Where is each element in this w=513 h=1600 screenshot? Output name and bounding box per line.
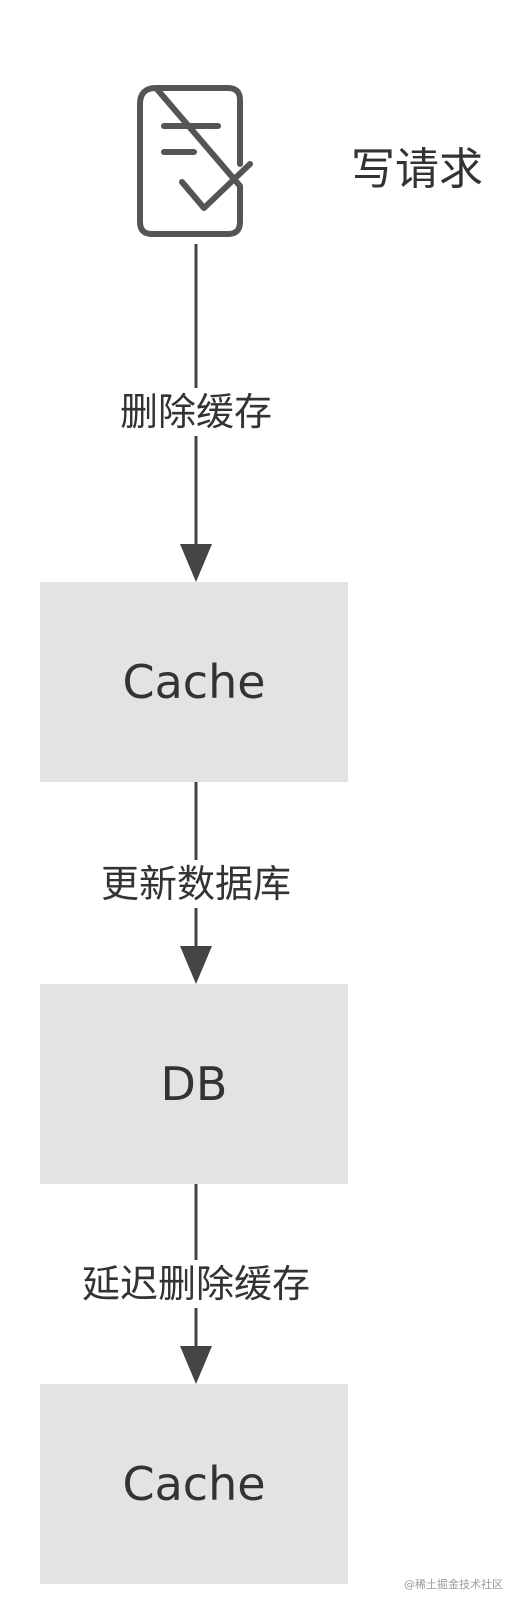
- write-request-label: 写请求: [351, 144, 483, 195]
- cache-node: Cache: [40, 582, 348, 782]
- cache-node-final: Cache: [40, 1384, 348, 1584]
- cache-node-label: Cache: [122, 655, 266, 709]
- edge-label-update-db: 更新数据库: [0, 860, 392, 908]
- db-node: DB: [40, 984, 348, 1184]
- db-node-label: DB: [160, 1057, 228, 1111]
- edge-label-delete-cache: 删除缓存: [0, 388, 392, 436]
- edge-label-delayed-delete-cache: 延迟删除缓存: [0, 1260, 392, 1308]
- arrowhead-1: [180, 544, 212, 582]
- document-check-icon: [137, 85, 253, 237]
- watermark: @稀土掘金技术社区: [404, 1578, 503, 1591]
- arrowhead-2: [180, 946, 212, 984]
- cache-node-final-label: Cache: [122, 1457, 266, 1511]
- arrowhead-3: [180, 1346, 212, 1384]
